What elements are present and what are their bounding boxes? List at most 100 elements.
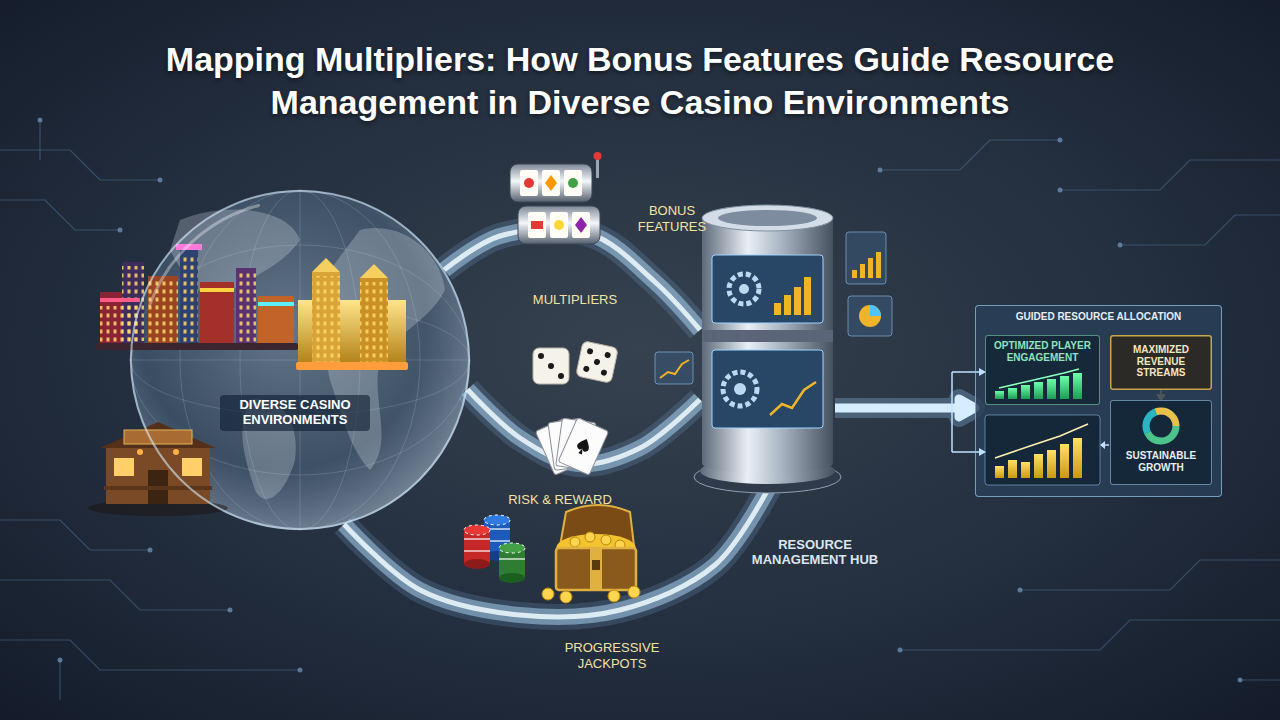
dice: [576, 341, 619, 384]
panel-heading: GUIDED RESOURCE ALLOCATION: [979, 311, 1218, 323]
hub-window: [712, 255, 823, 323]
treasure-chest: [542, 505, 640, 603]
globe-highlight: [150, 205, 259, 305]
outcome-label: SUSTAINABLE GROWTH: [1113, 450, 1209, 473]
hub-gear: [729, 274, 759, 304]
slot-reels: [596, 158, 599, 178]
feature-label: BONUS FEATURES: [633, 203, 711, 234]
circuit-lines: [59, 660, 60, 700]
casino-chips: [499, 573, 525, 583]
hologram-panels: [846, 232, 886, 284]
engagement-chart: [1073, 373, 1082, 399]
slot-reels: [542, 170, 560, 196]
allocation-panel-art: [985, 335, 1100, 405]
flow-arrow: [835, 399, 975, 417]
golden-hotel: [360, 278, 388, 366]
casino-skyline: [236, 268, 256, 345]
saloon-building: [173, 449, 179, 455]
dice: [604, 352, 611, 359]
slot-reels: [520, 170, 538, 196]
flow-arrow-glow: [835, 399, 975, 417]
outcome-box: MAXIMIZED REVENUE STREAMS: [1110, 335, 1212, 390]
dice: [558, 373, 564, 379]
revenue-bar-chart: [1060, 444, 1069, 478]
circuit-lines: [0, 640, 300, 670]
engagement-chart: [995, 369, 1082, 399]
revenue-bar-chart: [995, 424, 1088, 458]
saloon-building: [106, 446, 210, 504]
panel-arrows: [1100, 441, 1105, 449]
treasure-chest: [590, 548, 602, 590]
treasure-chest: [570, 537, 580, 547]
treasure-chest: [601, 535, 611, 545]
hub-gear: [734, 383, 746, 395]
growth-donut: [1146, 411, 1176, 441]
golden-hotel: [296, 362, 408, 370]
dice: [538, 353, 544, 359]
hub-top: [718, 210, 817, 226]
dice: [548, 363, 554, 369]
growth-donut: [1146, 411, 1176, 441]
allocation-panel-art: [1110, 335, 1212, 390]
allocation-panel-art: [985, 415, 1100, 485]
slot-reels: [572, 212, 590, 238]
playing-cards: [558, 418, 609, 476]
golden-hotel: [360, 264, 388, 278]
outcome-label: OPTIMIZED PLAYER ENGAGEMENT: [987, 340, 1098, 363]
hub-chart-bar: [794, 287, 801, 315]
hub-chart-bar: [784, 295, 791, 315]
hub-chart-line: [770, 382, 816, 415]
hologram-panels: [859, 305, 881, 327]
treasure-chest: [560, 591, 572, 603]
casino-skyline: [180, 250, 198, 345]
panel-arrows: [979, 448, 986, 456]
playing-cards: [575, 437, 593, 457]
circuit-nodes: [1018, 588, 1023, 593]
casino-chips: [464, 525, 490, 535]
casino-skyline: [258, 296, 294, 345]
slot-reels: [575, 217, 587, 233]
casino-skyline: [258, 302, 294, 306]
circuit-lines: [880, 140, 1060, 170]
allocation-panel: OPTIMIZED PLAYER ENGAGEMENT MAXIMIZED REV…: [975, 305, 1222, 497]
playing-cards: [535, 418, 608, 476]
slot-reels: [564, 170, 582, 196]
hologram-panels: [870, 305, 881, 316]
hologram-panels: [876, 252, 881, 278]
treasure-chest: [628, 586, 640, 598]
connector-group: [835, 399, 975, 417]
dice: [583, 365, 590, 372]
casino-skyline: [148, 276, 178, 345]
casino-chips: [499, 543, 525, 553]
circuit-nodes: [1058, 138, 1063, 143]
engagement-chart: [1047, 379, 1056, 399]
globe-label: DIVERSE CASINO ENVIRONMENTS: [220, 395, 370, 431]
revenue-bar-chart: [995, 466, 1004, 478]
circuit-lines: [1240, 679, 1280, 680]
tube-connector-glow: [344, 485, 770, 617]
golden-hotel: [360, 282, 388, 362]
circuit-nodes: [898, 648, 903, 653]
circuit-nodes: [228, 608, 233, 613]
golden-hotel: [312, 258, 340, 272]
slot-reels: [528, 212, 546, 238]
casino-chips: [464, 538, 490, 540]
circuit-lines: [39, 120, 40, 160]
panel-arrows: [952, 372, 980, 452]
cylinder-outline: [700, 200, 835, 485]
growth-donut: [1146, 411, 1176, 441]
hub-body: [702, 218, 833, 463]
tube-connector-glow: [344, 485, 770, 617]
circuit-lines: [1060, 160, 1280, 190]
circuit-nodes: [1238, 678, 1243, 683]
slot-reels: [524, 178, 534, 188]
revenue-bar-chart: [1008, 460, 1017, 478]
treasure-chest: [542, 588, 554, 600]
circuit-nodes: [148, 548, 153, 553]
casino-skyline: [200, 282, 234, 345]
outcome-label: MAXIMIZED REVENUE STREAMS: [1113, 344, 1209, 379]
dice: [576, 341, 619, 384]
tube-connector: [344, 485, 770, 617]
connector-label: MULTIPLIERS: [513, 292, 637, 308]
